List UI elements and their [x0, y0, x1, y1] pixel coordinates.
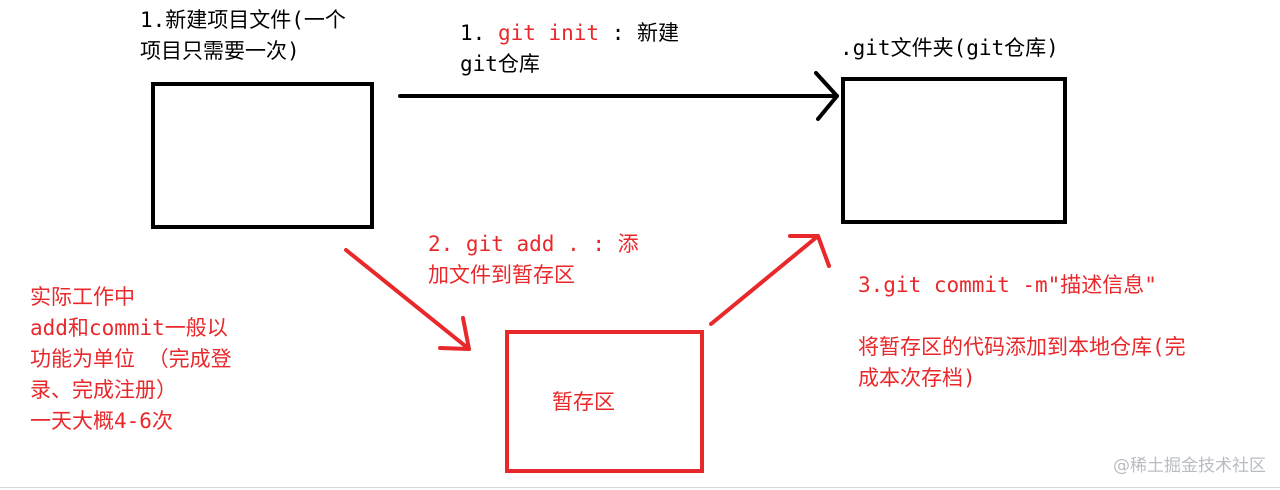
- git-init-prefix: 1.: [460, 21, 498, 45]
- git-add-line1: 2. git add . : 添: [428, 232, 639, 256]
- git-commit-line3: 成本次存档): [858, 366, 976, 390]
- staging-area-box: [505, 330, 704, 473]
- work-note-line: 功能为单位 （完成登: [30, 347, 232, 371]
- project-folder-label-line1: 1.新建项目文件(一个: [140, 8, 346, 32]
- project-folder-label: 1.新建项目文件(一个 项目只需要一次): [140, 5, 346, 67]
- git-commit-arrow: [709, 234, 831, 326]
- project-folder-box: [151, 82, 374, 229]
- work-note-line: 实际工作中: [30, 285, 135, 309]
- git-commit-spacer: [858, 301, 1186, 332]
- git-init-suffix: : 新建: [599, 21, 680, 45]
- bottom-divider: [0, 487, 1280, 488]
- git-commit-line1: 3.git commit -m"描述信息": [858, 273, 1157, 297]
- git-init-line2: git仓库: [460, 52, 540, 76]
- watermark: @稀土掘金技术社区: [1113, 456, 1266, 476]
- project-folder-label-line2: 项目只需要一次): [140, 39, 300, 63]
- work-note-line: 录、完成注册）: [30, 378, 177, 402]
- git-add-label: 2. git add . : 添 加文件到暂存区: [428, 229, 639, 291]
- work-note: 实际工作中 add和commit一般以 功能为单位 （完成登 录、完成注册） 一…: [30, 282, 232, 437]
- work-note-line: 一天大概4-6次: [30, 409, 173, 433]
- git-repo-box: [841, 77, 1067, 224]
- work-note-line: add和commit一般以: [30, 316, 228, 340]
- git-commit-label: 3.git commit -m"描述信息" 将暂存区的代码添加到本地仓库(完 成…: [858, 270, 1186, 394]
- git-repo-label: .git文件夹(git仓库): [840, 36, 1059, 60]
- git-add-line2: 加文件到暂存区: [428, 263, 575, 287]
- staging-area-label: 暂存区: [552, 390, 615, 414]
- git-commit-line2: 将暂存区的代码添加到本地仓库(完: [858, 335, 1186, 359]
- git-init-line1: 1. git init : 新建: [460, 18, 679, 49]
- git-init-label: 1. git init : 新建 git仓库: [460, 18, 679, 80]
- git-init-command: git init: [497, 21, 600, 45]
